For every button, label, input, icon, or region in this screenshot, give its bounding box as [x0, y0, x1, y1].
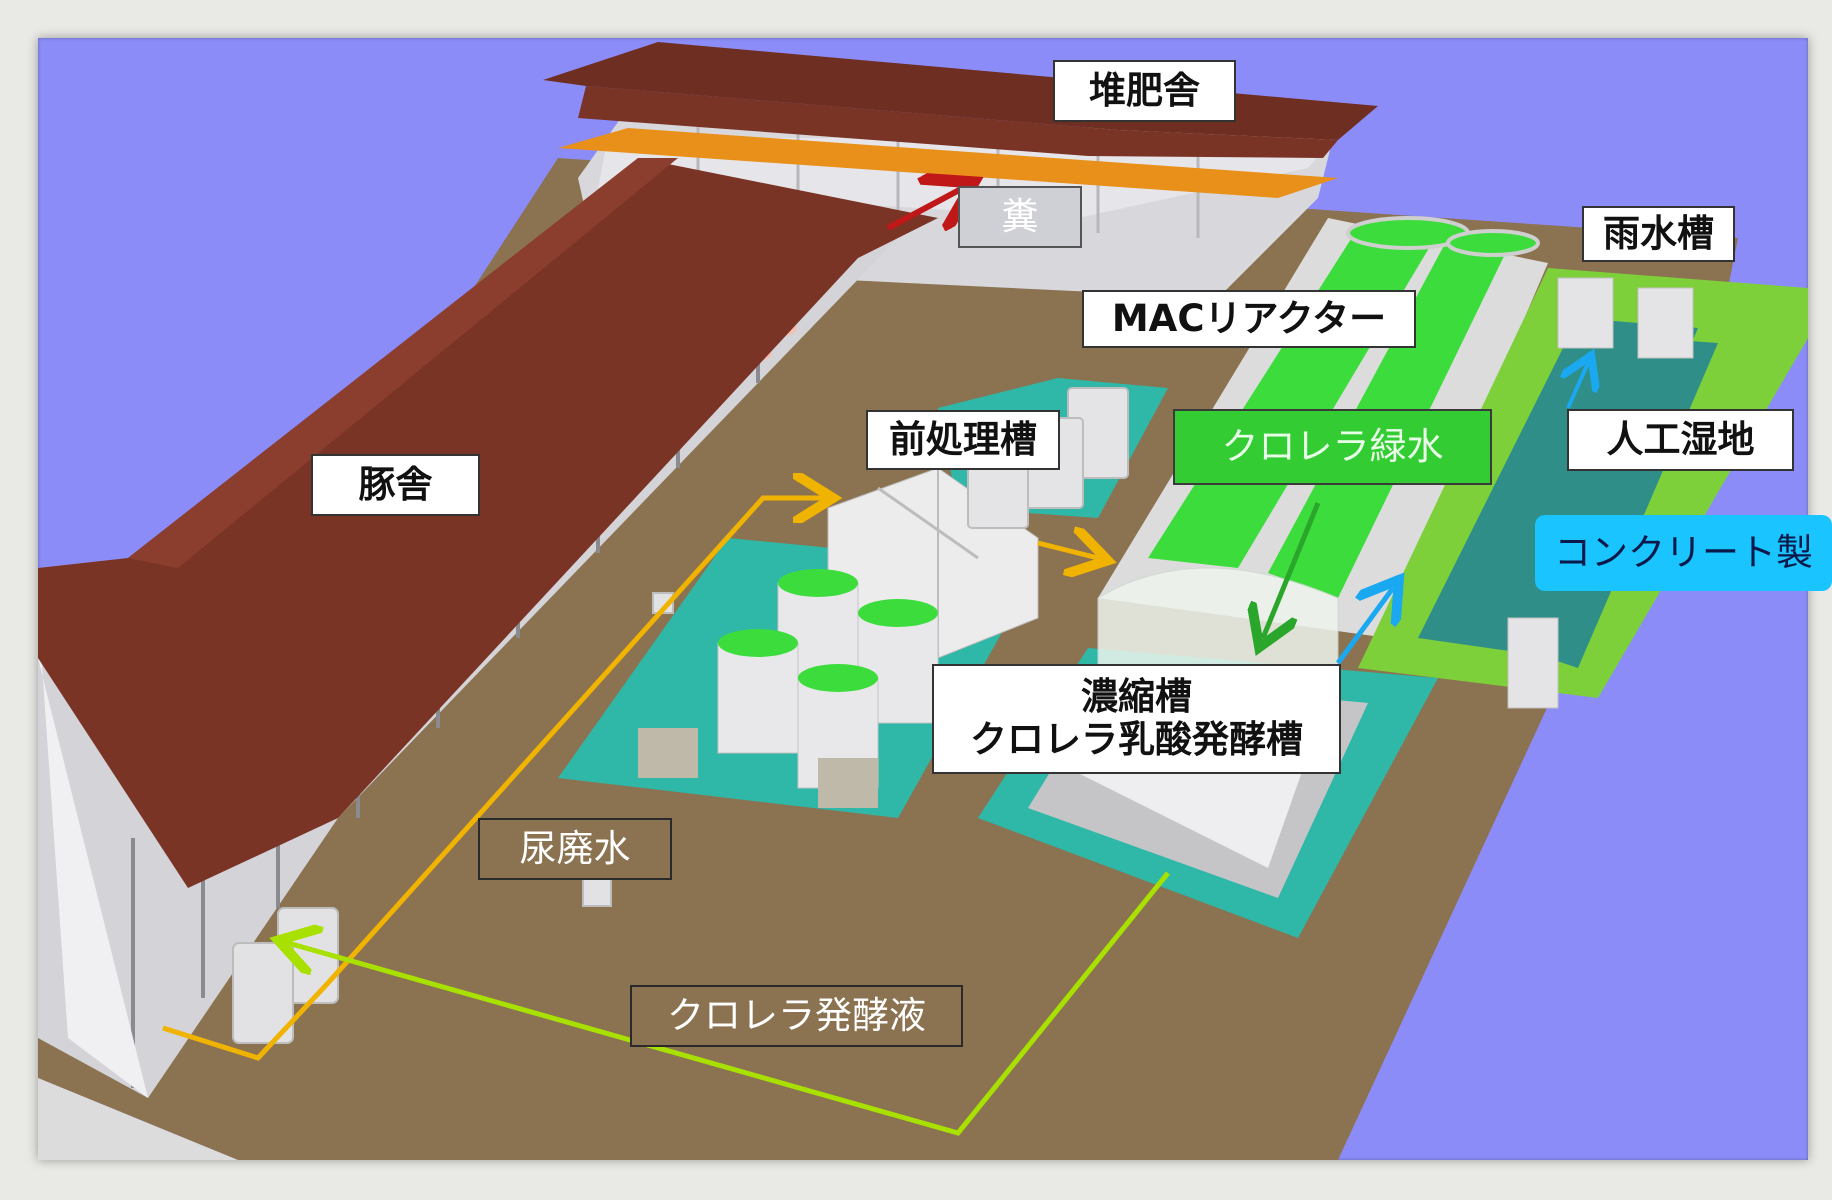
- ferment-return-line: [288, 871, 1170, 1136]
- label-pretreatment-tank: 前処理槽: [866, 410, 1060, 470]
- label-fermentation-tank: クロレラ乳酸発酵槽: [970, 718, 1303, 761]
- green-water-flow-arrow: [1263, 502, 1321, 638]
- label-urine-wastewater: 尿廃水: [478, 818, 672, 880]
- urine-flow-line: [162, 498, 823, 1061]
- label-rainwater-tank: 雨水槽: [1582, 206, 1735, 262]
- rainwater-flow-arrow: [1568, 363, 1588, 409]
- label-chlorella-green-water: クロレラ緑水: [1173, 409, 1492, 485]
- label-compost-house: 堆肥舎: [1053, 60, 1236, 122]
- label-concentration-fermentation-tank: 濃縮槽 クロレラ乳酸発酵槽: [932, 664, 1341, 774]
- dung-flow-arrow: [886, 188, 963, 228]
- label-concrete: コンクリート製: [1535, 515, 1832, 591]
- algae-cylinders: [638, 569, 939, 808]
- ground-edge: [38, 1078, 238, 1160]
- label-dung: 糞: [958, 186, 1082, 248]
- pretreatment-flow-arrow: [1037, 543, 1098, 558]
- wetland-outflow-arrow: [1335, 588, 1393, 665]
- pig-house: [38, 158, 938, 1098]
- label-constructed-wetland: 人工湿地: [1567, 409, 1794, 471]
- label-concentration-tank: 濃縮槽: [1081, 675, 1192, 719]
- label-pig-house: 豚舎: [311, 454, 480, 516]
- label-mac-reactor: MACリアクター: [1082, 290, 1416, 348]
- label-fermented-liquid: クロレラ発酵液: [630, 985, 963, 1047]
